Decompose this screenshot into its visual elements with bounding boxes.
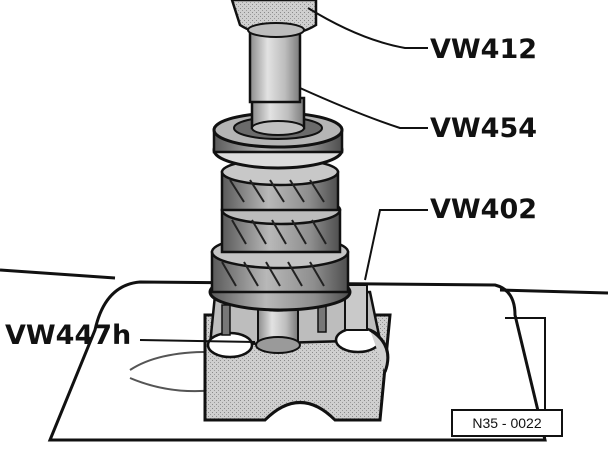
support-tool-vw402 (203, 284, 392, 422)
figure-reference-box: N35 - 0022 (451, 409, 563, 437)
label-vw447h: VW447h (5, 320, 131, 351)
figure-reference: N35 - 0022 (472, 415, 541, 431)
leader-lines (139, 7, 428, 343)
sleeve-vw454 (250, 96, 306, 136)
label-vw454: VW454 (430, 113, 537, 144)
label-vw402: VW402 (430, 194, 537, 225)
press-tool-vw412 (230, 0, 318, 104)
label-vw412: VW412 (430, 34, 537, 65)
gear-stack (208, 111, 352, 312)
